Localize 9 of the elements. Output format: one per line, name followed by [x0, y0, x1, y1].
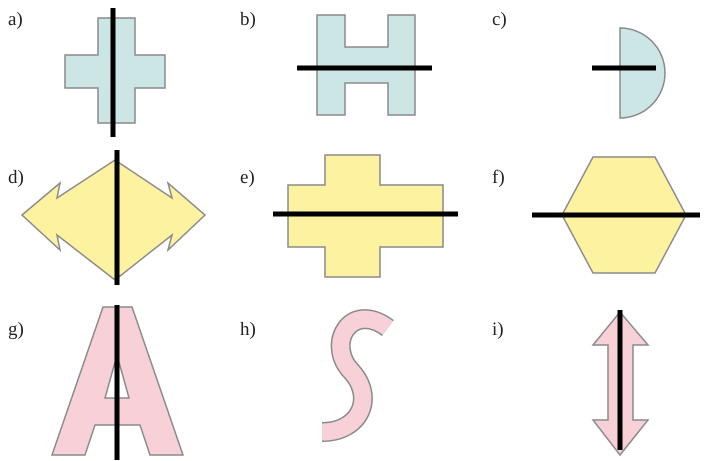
panel-letter: e)	[240, 168, 255, 187]
panel-letter: g)	[8, 320, 24, 339]
panel-letter: f)	[492, 168, 505, 187]
panel-letter: d)	[8, 168, 24, 187]
panel-letter: b)	[240, 10, 256, 29]
panel-letter: h)	[240, 320, 256, 339]
panel-letter: i)	[492, 320, 504, 339]
panel-letter: c)	[492, 10, 507, 29]
panel-letter: a)	[8, 10, 23, 29]
